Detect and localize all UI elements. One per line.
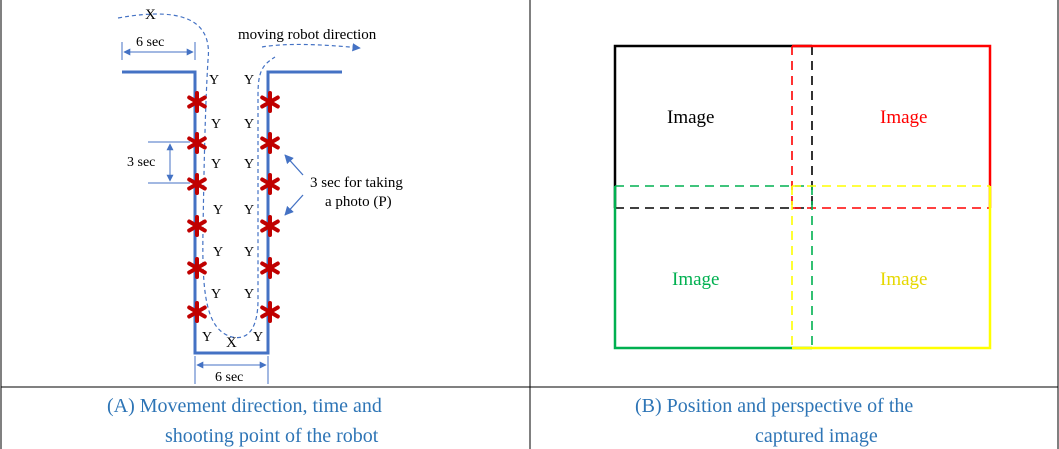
photo-marker-icon (187, 173, 207, 195)
corridor-walls (122, 70, 342, 355)
bottom-width-time: 6 sec (215, 370, 243, 385)
photo-marker-icon (187, 257, 207, 279)
image-frame-black (613, 44, 812, 208)
image-label-red: Image (880, 107, 927, 128)
image-label-yellow: Image (880, 269, 927, 290)
photo-markers (187, 91, 280, 323)
robot-path (117, 13, 276, 339)
y-marker-label: Y (209, 73, 219, 88)
photo-marker-icon (260, 132, 280, 154)
image-frame-yellow-dashed (791, 185, 990, 348)
photo-marker-icon (260, 91, 280, 113)
y-marker-label: Y (244, 203, 254, 218)
y-marker-label: Y (244, 245, 254, 260)
y-marker-label: Y (213, 203, 223, 218)
image-frame-green-dashed (615, 185, 813, 348)
top-width-time: 6 sec (136, 35, 164, 50)
y-markers: Y Y Y Y Y Y Y Y Y Y Y Y Y Y (202, 73, 263, 345)
photo-marker-icon (187, 301, 207, 323)
image-label-green: Image (672, 269, 719, 290)
image-label-black: Image (667, 107, 714, 128)
y-marker-label: Y (213, 245, 223, 260)
panel-b: Image Image Image Image (B) Position and… (613, 44, 992, 447)
y-marker-label: Y (244, 117, 254, 132)
direction-arrow (261, 43, 361, 52)
image-frame-red-dashed (791, 46, 990, 209)
photo-marker-icon (187, 132, 207, 154)
image-frame-red (792, 44, 992, 208)
image-frame-black-dashed (615, 46, 813, 209)
x-end-label: X (226, 335, 237, 351)
photo-marker-icon (187, 91, 207, 113)
caption-b-line2: captured image (755, 425, 878, 447)
y-marker-label: Y (244, 73, 254, 88)
y-marker-label: Y (211, 157, 221, 172)
photo-note-arrows (284, 154, 304, 216)
top-width-dimension (121, 42, 196, 60)
photo-marker-icon (260, 257, 280, 279)
interval-dimension (148, 141, 190, 184)
x-start-label: X (145, 7, 156, 23)
caption-b-line1: (B) Position and perspective of the (635, 395, 913, 417)
photo-marker-icon (260, 173, 280, 195)
y-marker-label: Y (211, 117, 221, 132)
y-marker-label: Y (253, 330, 263, 345)
caption-a-line2: shooting point of the robot (165, 425, 379, 447)
y-marker-label: Y (244, 157, 254, 172)
caption-a-line1: (A) Movement direction, time and (107, 395, 382, 417)
photo-note-line2: a photo (P) (325, 194, 392, 210)
bottom-width-dimension (194, 356, 269, 384)
image-frame-green (613, 186, 812, 350)
y-marker-label: Y (202, 330, 212, 345)
photo-marker-icon (187, 215, 207, 237)
moving-direction-label: moving robot direction (238, 27, 377, 43)
photo-marker-icon (260, 301, 280, 323)
image-frame-yellow (792, 186, 992, 350)
interval-time: 3 sec (127, 155, 155, 170)
photo-marker-icon (260, 215, 280, 237)
y-marker-label: Y (211, 287, 221, 302)
photo-note-line1: 3 sec for taking (310, 175, 403, 191)
y-marker-label: Y (244, 287, 254, 302)
